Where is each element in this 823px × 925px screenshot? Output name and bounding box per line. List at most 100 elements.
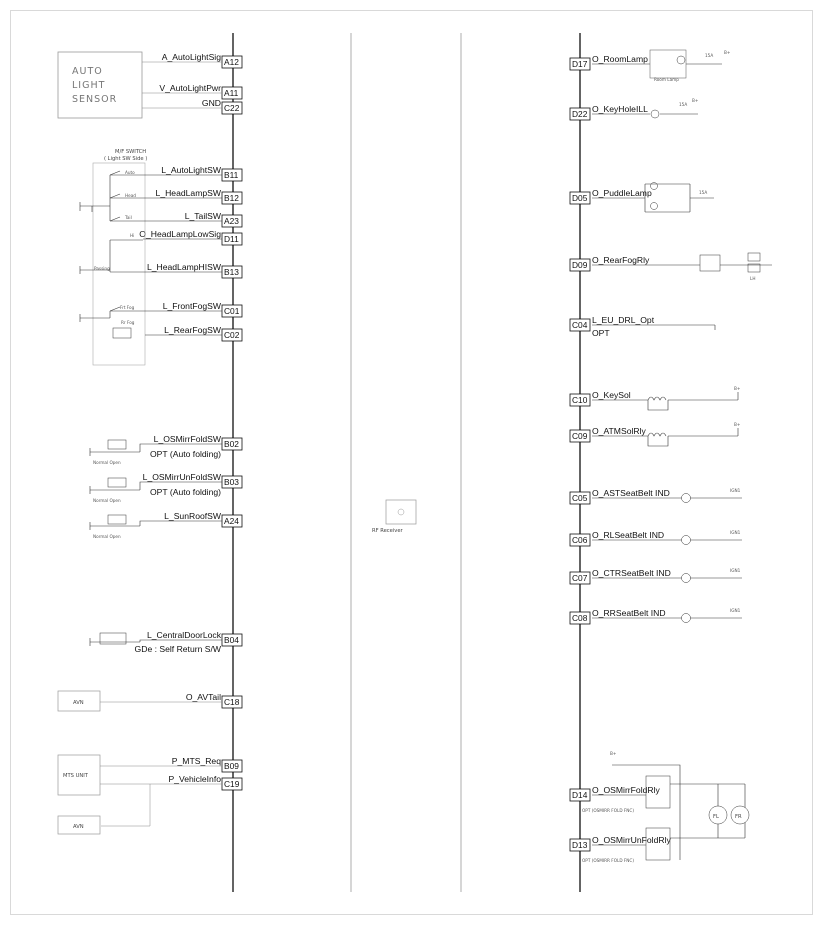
pin-code: C06 — [572, 535, 588, 545]
key-hole-illumination: 15A B+ — [592, 98, 699, 119]
opt-mirror-1: OPT (OSMIRR FOLD FNC) — [582, 808, 634, 813]
pin-code: B04 — [224, 635, 239, 645]
drl-option — [592, 324, 716, 330]
pin-c10: C10 O_KeySol — [569, 390, 631, 407]
bplus-keysol: B+ — [734, 386, 741, 391]
mf-switch-title: M/F SWITCH — [115, 149, 146, 155]
sw-rrfog: Rr Fog — [121, 320, 135, 325]
fuse-puddle: 15A — [699, 190, 707, 195]
ign1-1: IGN1 — [730, 488, 741, 493]
key-solenoid: B+ — [592, 386, 741, 411]
pin-code: D22 — [572, 109, 588, 119]
pin-label: O_ASTSeatBelt IND — [592, 488, 670, 498]
bplus-atm: B+ — [734, 422, 741, 427]
pin-label: O_AVTail — [186, 692, 221, 702]
pin-label: O_ATMSolRly — [592, 426, 647, 436]
pin-label: A_AutoLightSig — [162, 52, 221, 62]
room-lamp-label: Room Lamp — [654, 77, 679, 82]
pin-label: O_OSMirrUnFoldRly — [592, 835, 671, 845]
pin-code: B09 — [224, 761, 239, 771]
pin-label: O_KeySol — [592, 390, 631, 400]
sw-passing: Passing — [94, 266, 110, 271]
pin-code: C02 — [224, 330, 240, 340]
bplus-keyhole: B+ — [692, 98, 699, 103]
bplus-mirror: B+ — [610, 751, 617, 756]
pin-code: A12 — [224, 57, 239, 67]
pin-label: O_HeadLampLowSig — [139, 229, 221, 239]
pin-code: B11 — [224, 170, 239, 180]
fr-label: FR — [735, 814, 742, 820]
pin-label: GND — [202, 98, 221, 108]
pin-code: B13 — [224, 267, 239, 277]
sensor-text-1: AUTO — [72, 66, 103, 77]
pin-label: V_AutoLightPwr — [159, 83, 221, 93]
puddle-lamp: 15A — [592, 182, 714, 213]
pin-label: O_CTRSeatBelt IND — [592, 568, 671, 578]
seatbelt-indicators: IGN1 IGN1 IGN1 IGN1 — [592, 488, 742, 623]
pin-code: C18 — [224, 697, 240, 707]
pin-label: L_OSMirrUnFoldSW — [143, 472, 222, 482]
pin-code: C22 — [224, 103, 240, 113]
pin-label: O_KeyHoleILL — [592, 104, 648, 114]
pin-label: L_OSMirrFoldSW — [154, 434, 222, 444]
left-sub-labels: OPT (Auto folding)OPT (Auto folding)GDe … — [135, 449, 222, 654]
lh-label: LH — [750, 276, 755, 281]
pin-label: L_HeadLampHISW — [147, 262, 222, 272]
pin-c08: C08 O_RRSeatBelt IND — [569, 608, 666, 625]
pin-code: D11 — [224, 234, 239, 244]
pin-label: P_VehicleInfo — [168, 774, 221, 784]
ign1-2: IGN1 — [730, 530, 741, 535]
sensor-text-3: SENSOR — [72, 94, 117, 105]
ign1-4: IGN1 — [730, 608, 741, 613]
pin-label: L_HeadLampSW — [156, 188, 222, 198]
pin-code: C04 — [572, 320, 588, 330]
avn-1-label: AVN — [73, 700, 84, 706]
mirror-fold-relays: FL FR B+ OPT (OSMIRR FOLD FNC) OPT (OSMI… — [582, 751, 750, 863]
atm-solenoid-relay: B+ — [592, 422, 741, 447]
pin-sublabel: OPT — [592, 328, 610, 338]
sw-auto: Auto — [125, 170, 135, 175]
rear-fog-relay: LH — [592, 252, 772, 281]
pin-code: C08 — [572, 613, 588, 623]
pin-code: A24 — [224, 516, 239, 526]
pin-code: B02 — [224, 439, 239, 449]
right-sub-labels: OPT — [592, 328, 610, 338]
pin-code: C10 — [572, 395, 588, 405]
pin-code: D17 — [572, 59, 588, 69]
pin-label: L_RearFogSW — [164, 325, 222, 335]
pin-code: C01 — [224, 306, 240, 316]
sw-frtfog: Frt Fog — [120, 305, 135, 310]
pin-code: D13 — [572, 840, 588, 850]
sensor-text-2: LIGHT — [72, 80, 105, 91]
pin-sublabel: OPT (Auto folding) — [150, 487, 221, 497]
normal-open-3: Normal Open — [93, 534, 121, 539]
avn-box-2: AVN — [57, 815, 101, 835]
sw-head: Head — [125, 193, 136, 198]
pin-d13: D13 O_OSMirrUnFoldRly — [569, 835, 671, 852]
mf-switch: M/F SWITCH ( Light SW Side ) Auto Head T… — [79, 149, 222, 366]
pin-label: L_FrontFogSW — [163, 301, 222, 311]
pin-sublabel: GDe : Self Return S/W — [135, 644, 222, 654]
fuse-keyhole: 15A — [679, 102, 687, 107]
avn-box-1: AVN — [57, 690, 222, 712]
pin-label: L_SunRoofSW — [164, 511, 222, 521]
pin-d22: D22 O_KeyHoleILL — [569, 104, 648, 121]
pin-label: O_RRSeatBelt IND — [592, 608, 666, 618]
sw-tail: Tail — [124, 215, 132, 220]
